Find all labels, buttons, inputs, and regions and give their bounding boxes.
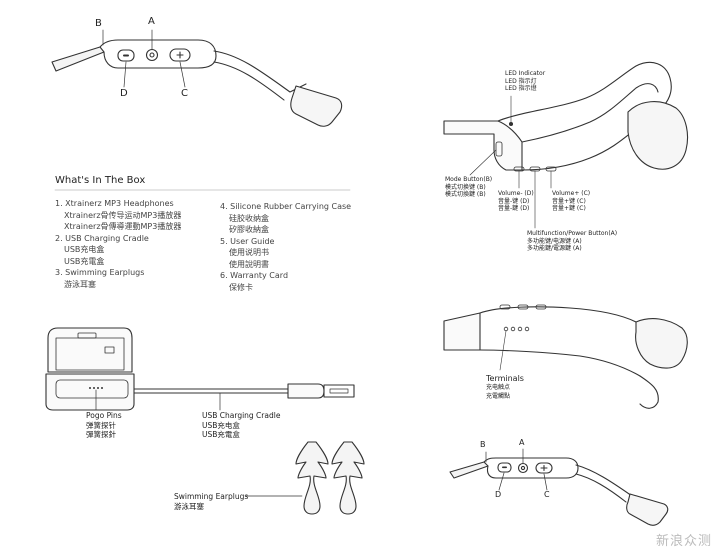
volume-plus-label: Volume+ (C)音量+键 (C)音量+鍵 (C) (552, 190, 591, 212)
usb-cradle-illustration (45, 327, 355, 411)
headphone-terminals-illustration (443, 304, 688, 409)
box-item: 1. Xtrainerz MP3 Headphones Xtrainerz骨传导… (55, 199, 182, 231)
volume-minus-label: Volume- (D)音量-键 (D)音量-鍵 (D) (498, 190, 534, 212)
label-d: D (120, 88, 128, 99)
box-item: 5. User Guide 使用说明书 使用說明書 (220, 236, 275, 269)
label-b-small: B (480, 440, 486, 449)
mode-button-label: Mode Button(B)模式切换键 (B)模式切換鍵 (B) (445, 176, 493, 198)
headphone-control-small-illustration (449, 448, 669, 526)
box-item: 4. Silicone Rubber Carrying Case 硅胶收纳盒 矽… (220, 202, 352, 234)
multifunction-button-label: Multifunction/Power Button(A)多功能键/电源键 (A… (527, 230, 618, 252)
box-item: 3. Swimming Earplugs 游泳耳塞 (55, 268, 145, 289)
label-a: A (148, 16, 155, 27)
label-b: B (95, 18, 102, 29)
watermark: 新浪众测 (655, 534, 712, 549)
headphone-side-illustration (443, 61, 689, 229)
box-list-left: 1. Xtrainerz MP3 Headphones Xtrainerz骨传导… (55, 198, 181, 290)
box-list-right: 4. Silicone Rubber Carrying Case 硅胶收纳盒 矽… (220, 201, 351, 293)
label-c: C (181, 88, 188, 99)
label-c-small: C (544, 490, 550, 499)
section-title: What's In The Box (55, 175, 146, 186)
label-d-small: D (495, 490, 502, 499)
box-item: 6. Warranty Card 保修卡 (220, 271, 289, 292)
box-item: 2. USB Charging Cradle USB充电盒 USB充電盒 (55, 233, 149, 266)
headphone-control-illustration (51, 29, 343, 127)
earplugs-illustration (245, 441, 365, 515)
label-a-small: A (519, 438, 525, 447)
